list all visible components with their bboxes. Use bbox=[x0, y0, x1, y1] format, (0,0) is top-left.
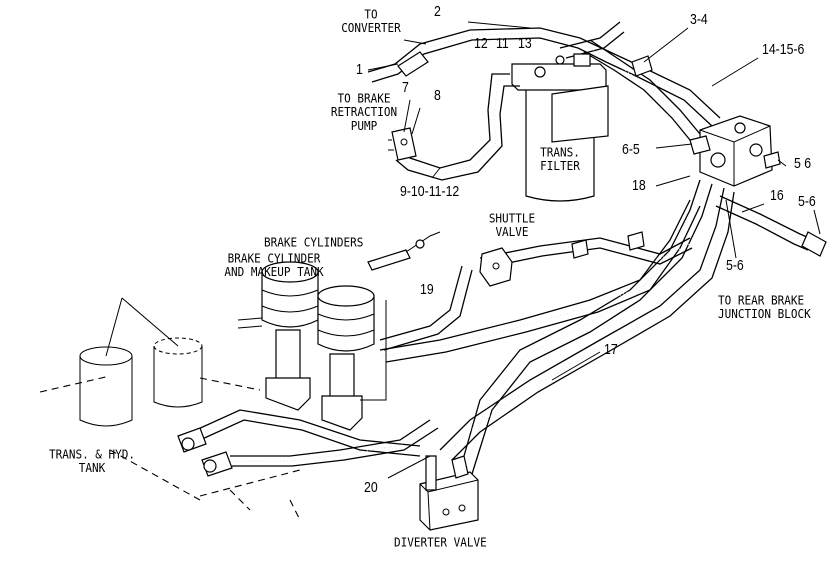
hose-2-to-converter bbox=[367, 27, 721, 127]
callout-12: 12 bbox=[474, 35, 488, 52]
callout-5-6-lower: 5-6 bbox=[726, 257, 744, 274]
valve-block bbox=[689, 115, 781, 187]
hose-9-10-11-12 bbox=[395, 73, 520, 181]
hose-17-18 bbox=[379, 179, 735, 475]
shuttle-valve bbox=[479, 247, 513, 287]
callout-7: 7 bbox=[402, 79, 409, 96]
label-trans-hyd-tank: TRANS. & HYD. TANK bbox=[48, 446, 136, 476]
converter-arrow-icon bbox=[403, 39, 427, 45]
callout-1: 1 bbox=[356, 61, 363, 78]
callout-14-15-6: 14-15-6 bbox=[762, 41, 805, 58]
trans-filter bbox=[511, 53, 609, 202]
callout-13: 13 bbox=[518, 35, 532, 52]
label-brake-cylinders: BRAKE CYLINDERS bbox=[264, 234, 364, 250]
callout-8: 8 bbox=[434, 87, 441, 104]
callout-6-5: 6-5 bbox=[622, 141, 640, 158]
label-to-brake-retraction-pump: TO BRAKE RETRACTION PUMP bbox=[330, 90, 398, 134]
hose-shuttle-to-valve bbox=[479, 231, 693, 269]
callout-5-6-far: 5-6 bbox=[798, 193, 816, 210]
callout-5-6-right: 5 6 bbox=[794, 155, 812, 172]
callout-11: 11 bbox=[496, 35, 509, 52]
label-to-rear-brake-junction-block: TO REAR BRAKE JUNCTION BLOCK bbox=[718, 292, 811, 322]
callout-20: 20 bbox=[364, 479, 378, 496]
label-trans-filter: TRANS. FILTER bbox=[540, 144, 580, 174]
callout-9-10-11-12: 9-10-11-12 bbox=[400, 183, 460, 200]
brake-cylinders bbox=[237, 261, 375, 431]
tank-outlines bbox=[39, 297, 301, 521]
brake-sensor bbox=[360, 231, 441, 401]
lower-tank-hoses bbox=[177, 409, 439, 477]
callout-17: 17 bbox=[604, 341, 618, 358]
callout-2: 2 bbox=[434, 3, 441, 20]
label-to-converter: TO CONVERTER bbox=[341, 6, 401, 36]
callout-16: 16 bbox=[770, 187, 784, 204]
label-brake-cylinder-and-makeup-tank: BRAKE CYLINDER AND MAKEUP TANK bbox=[224, 250, 324, 280]
diverter-valve bbox=[419, 455, 479, 531]
callout-19: 19 bbox=[420, 281, 434, 298]
leader-lines bbox=[367, 21, 821, 479]
label-diverter-valve: DIVERTER VALVE bbox=[394, 534, 487, 550]
hose-19 bbox=[379, 265, 473, 351]
label-shuttle-valve: SHUTTLE VALVE bbox=[488, 210, 536, 240]
hose-16 bbox=[715, 195, 827, 257]
callout-3-4: 3-4 bbox=[690, 11, 708, 28]
callout-18: 18 bbox=[632, 177, 646, 194]
